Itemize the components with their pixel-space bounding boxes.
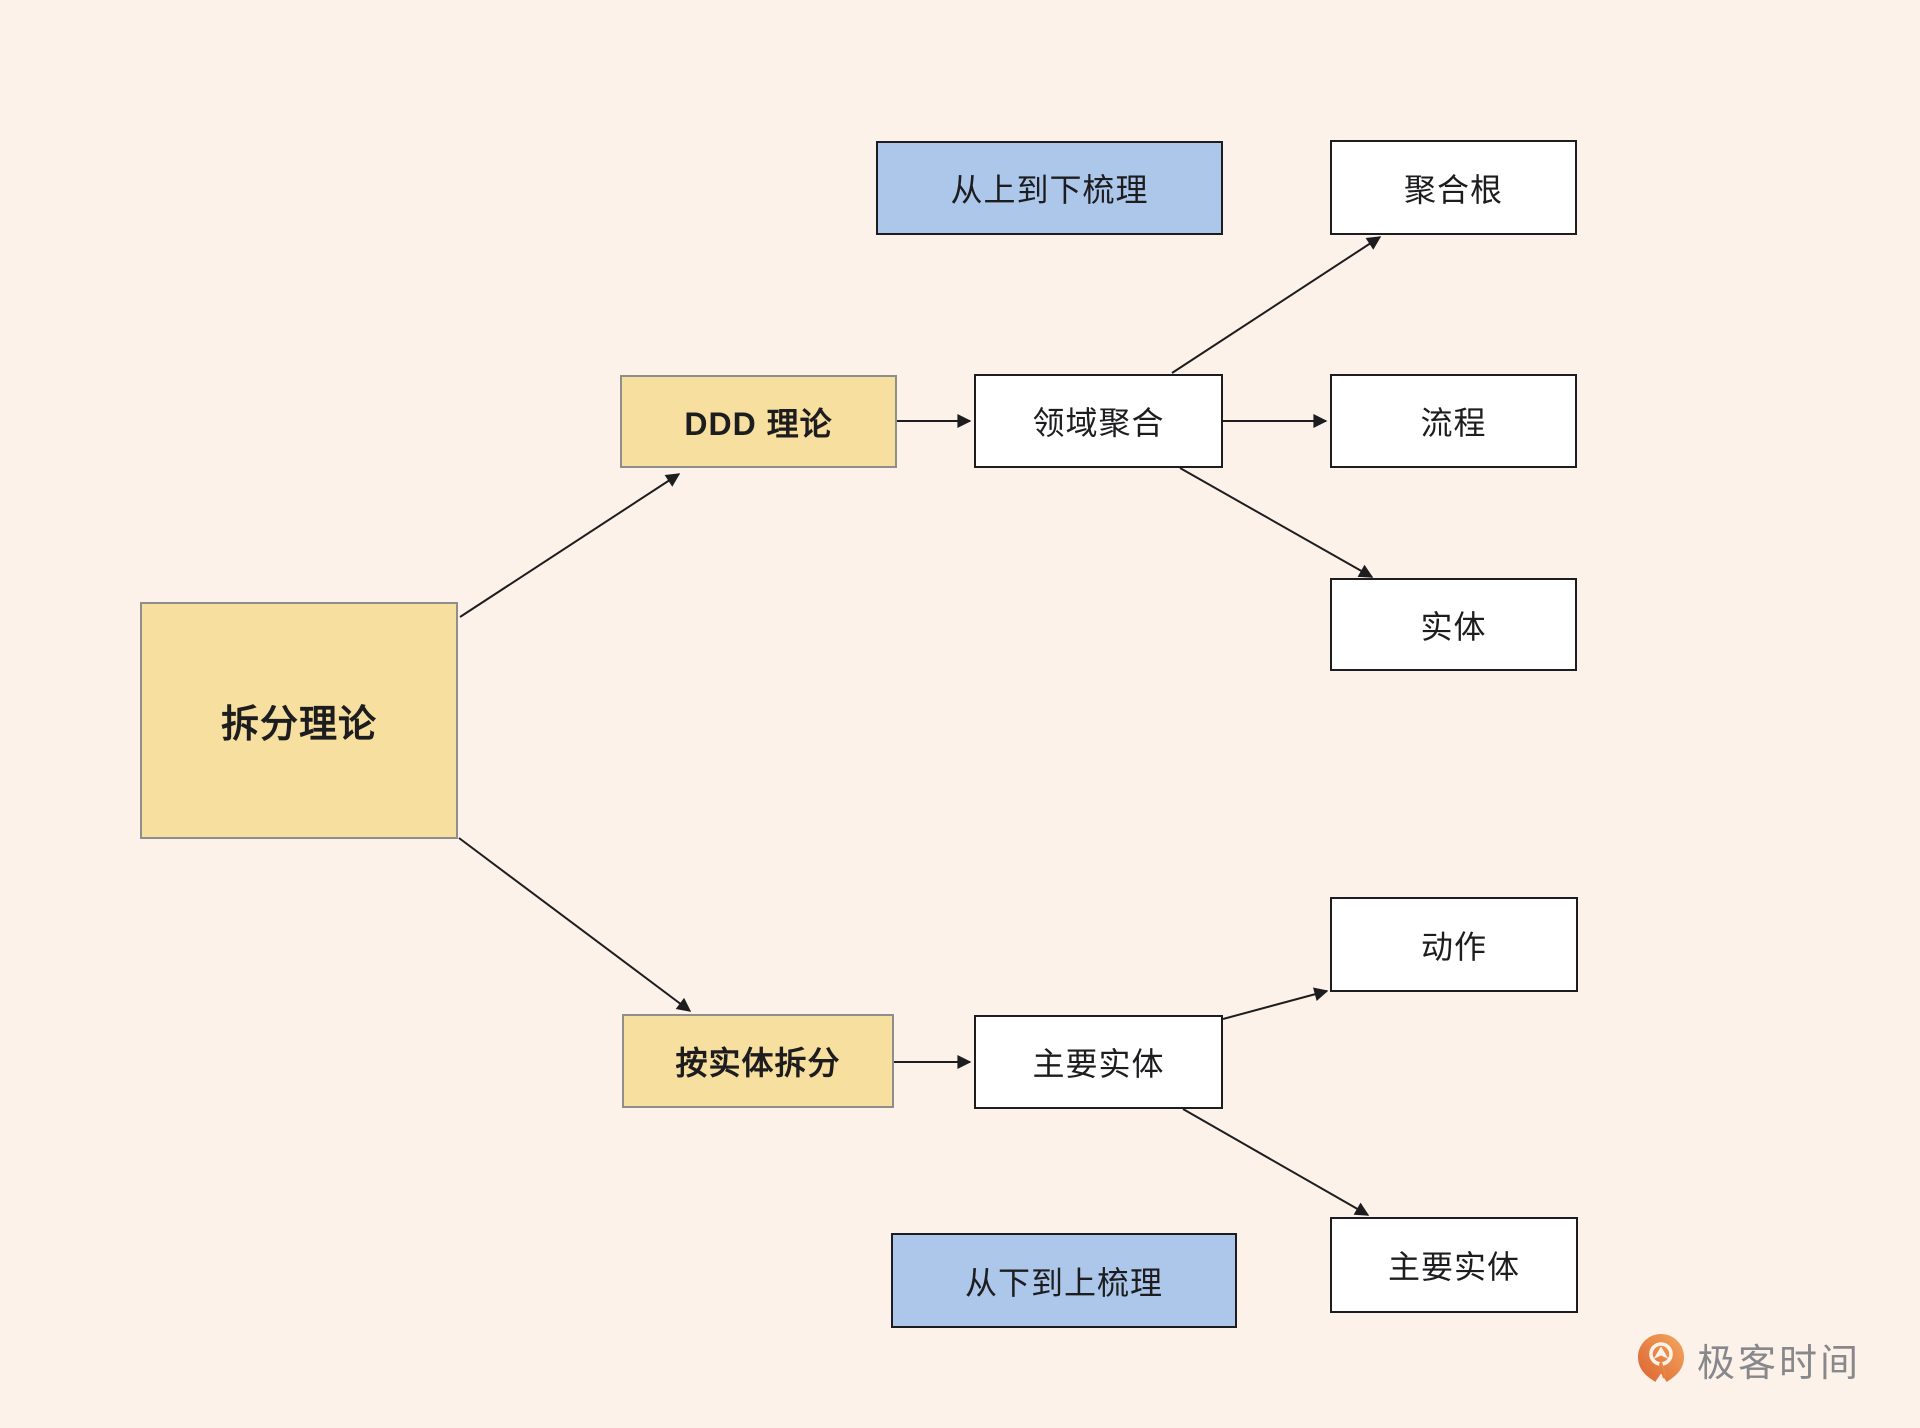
node-process: 流程 <box>1330 374 1577 468</box>
node-split-theory: 拆分理论 <box>140 602 458 839</box>
edge-root-to-ddd <box>459 473 681 618</box>
note-bottom-up: 从下到上梳理 <box>891 1233 1237 1328</box>
node-ddd-theory: DDD 理论 <box>620 375 897 468</box>
node-main-entity-bottom: 主要实体 <box>1330 1217 1578 1313</box>
edge-root-to-by-entity <box>458 837 692 1012</box>
node-entity: 实体 <box>1330 578 1577 671</box>
node-split-by-entity: 按实体拆分 <box>622 1014 894 1108</box>
geektime-logo-text: 极客时间 <box>1697 1343 1862 1385</box>
geektime-logo-icon <box>1638 1333 1684 1386</box>
note-top-down: 从上到下梳理 <box>876 141 1223 235</box>
edge-domain-agg-to-agg-root <box>1171 236 1382 374</box>
node-domain-aggregate: 领域聚合 <box>974 374 1223 468</box>
edge-domain-agg-to-entity <box>1179 467 1374 578</box>
edge-main-entity-to-action <box>1222 987 1329 1020</box>
brand-logo: 极客时间 <box>1638 1332 1861 1387</box>
node-action: 动作 <box>1330 897 1578 992</box>
node-main-entity: 主要实体 <box>974 1015 1223 1109</box>
edge-main-entity-to-main-entity-bottom <box>1182 1108 1370 1216</box>
node-aggregate-root: 聚合根 <box>1330 140 1577 235</box>
